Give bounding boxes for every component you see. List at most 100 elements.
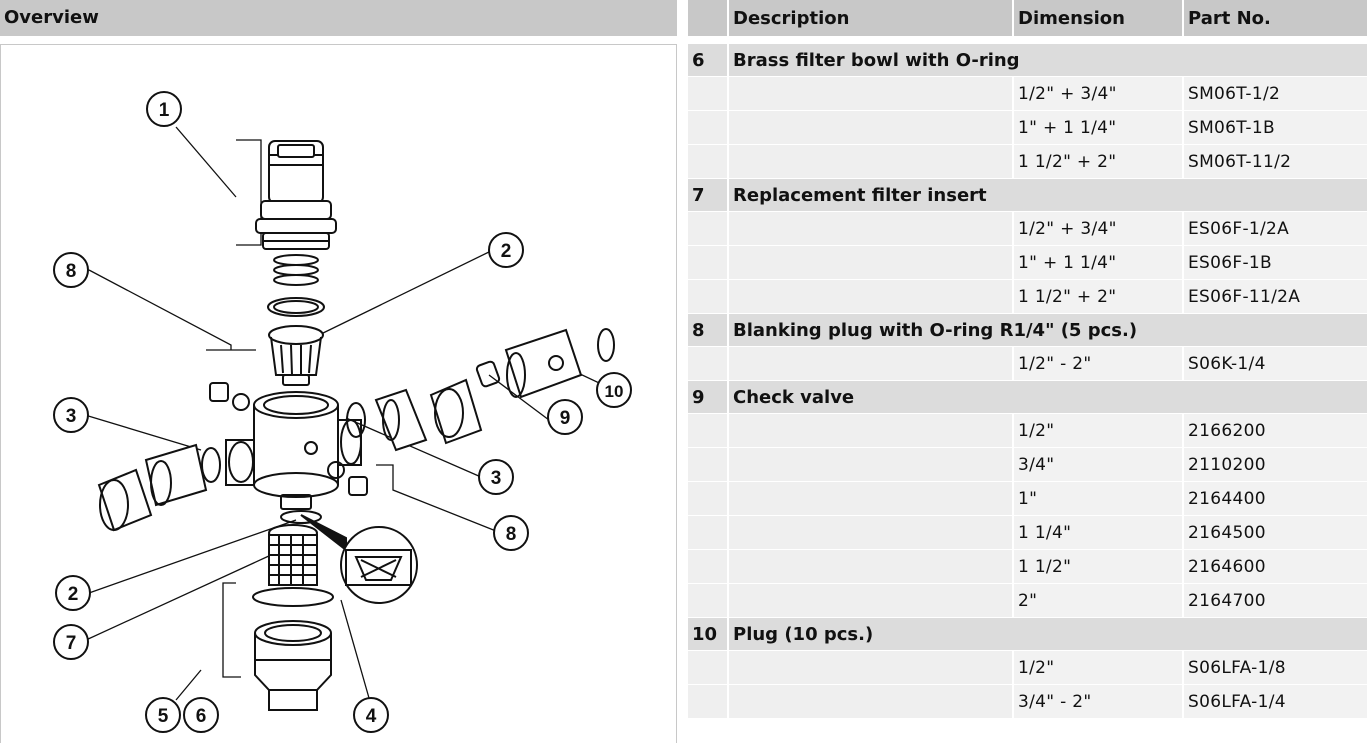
empty-cell bbox=[688, 279, 728, 314]
dimension-cell: 1 1/4" bbox=[1012, 515, 1183, 550]
empty-cell bbox=[688, 245, 728, 280]
dimension-cell: 1" bbox=[1012, 481, 1183, 516]
empty-cell bbox=[727, 481, 1013, 516]
part-2-lower-ring bbox=[280, 510, 322, 524]
empty-cell bbox=[688, 76, 728, 111]
dimension-cell: 1/2" bbox=[1012, 413, 1183, 448]
group-number: 9 bbox=[688, 380, 728, 414]
callout-5 bbox=[145, 697, 181, 733]
empty-cell bbox=[727, 583, 1013, 618]
callout-text-c5: 5 bbox=[158, 706, 169, 727]
part-no-cell: ES06F-1/2A bbox=[1182, 211, 1367, 246]
table-row: 1/2" + 3/4"ES06F-1/2A bbox=[688, 211, 1367, 246]
callout-text-c3a: 3 bbox=[66, 406, 77, 427]
empty-cell bbox=[727, 413, 1013, 448]
header-part-no: Part No. bbox=[1182, 0, 1367, 36]
callout-text-c3b: 3 bbox=[491, 468, 502, 489]
leader-lines bbox=[84, 126, 615, 706]
dimension-cell: 1 1/2" bbox=[1012, 549, 1183, 584]
dimension-cell: 1" + 1 1/4" bbox=[1012, 245, 1183, 280]
group-number: 10 bbox=[688, 617, 728, 651]
callout-text-c2a: 2 bbox=[501, 241, 512, 262]
table-row: 1 1/4"2164500 bbox=[688, 515, 1367, 550]
exploded-view-figure: 1 2 8 3 9 10 3 8 2 7 5 6 4 bbox=[0, 44, 677, 743]
empty-cell bbox=[727, 549, 1013, 584]
part-no-cell: S06K-1/4 bbox=[1182, 346, 1367, 381]
part-no-cell: 2166200 bbox=[1182, 413, 1367, 448]
callout-text-c7: 7 bbox=[66, 633, 77, 654]
empty-cell bbox=[688, 549, 728, 584]
empty-cell bbox=[727, 650, 1013, 685]
part-no-cell: SM06T-1B bbox=[1182, 110, 1367, 145]
part-no-cell: SM06T-11/2 bbox=[1182, 144, 1367, 179]
empty-cell bbox=[727, 515, 1013, 550]
group-description: Replacement filter insert bbox=[727, 178, 1367, 212]
dimension-cell: 2" bbox=[1012, 583, 1183, 618]
dimension-cell: 1/2" - 2" bbox=[1012, 346, 1183, 381]
callout-2-lower bbox=[55, 575, 91, 611]
callout-text-c1: 1 bbox=[159, 100, 170, 121]
callout-text-c4: 4 bbox=[366, 706, 377, 727]
part-4-o-ring bbox=[252, 587, 334, 607]
dimension-cell: 1 1/2" + 2" bbox=[1012, 144, 1183, 179]
part-no-cell: SM06T-1/2 bbox=[1182, 76, 1367, 111]
table-header-row: Description Dimension Part No. bbox=[688, 0, 1367, 36]
dimension-cell: 1/2" bbox=[1012, 650, 1183, 685]
part-no-cell: ES06F-1B bbox=[1182, 245, 1367, 280]
empty-cell bbox=[688, 515, 728, 550]
overview-header: Overview bbox=[0, 0, 677, 36]
callout-text-c8a: 8 bbox=[66, 261, 77, 282]
callout-10 bbox=[596, 372, 632, 408]
group-description: Blanking plug with O-ring R1/4" (5 pcs.) bbox=[727, 313, 1367, 347]
callout-9 bbox=[547, 399, 583, 435]
part-no-cell: ES06F-11/2A bbox=[1182, 279, 1367, 314]
callout-4 bbox=[353, 697, 389, 733]
empty-cell bbox=[688, 481, 728, 516]
spring bbox=[273, 254, 319, 286]
table-row: 1" + 1 1/4"ES06F-1B bbox=[688, 245, 1367, 280]
table-row: 1 1/2"2164600 bbox=[688, 549, 1367, 584]
group-number: 7 bbox=[688, 178, 728, 212]
table-row: 1 1/2" + 2"SM06T-11/2 bbox=[688, 144, 1367, 179]
callout-text-c10: 10 bbox=[605, 382, 624, 401]
part-8-plug-upper bbox=[209, 382, 250, 411]
callout-text-c6: 6 bbox=[196, 706, 207, 727]
dimension-cell: 3/4" bbox=[1012, 447, 1183, 482]
empty-cell bbox=[727, 211, 1013, 246]
group-number: 6 bbox=[688, 44, 728, 77]
empty-cell bbox=[727, 76, 1013, 111]
empty-cell bbox=[688, 211, 728, 246]
empty-cell bbox=[688, 110, 728, 145]
callout-6 bbox=[183, 697, 219, 733]
empty-cell bbox=[727, 279, 1013, 314]
callout-text-c9: 9 bbox=[560, 408, 571, 429]
empty-cell bbox=[688, 346, 728, 381]
empty-cell bbox=[727, 684, 1013, 719]
part-1-housing bbox=[255, 140, 337, 250]
table-row: 2"2164700 bbox=[688, 583, 1367, 618]
table-row: 1/2"2166200 bbox=[688, 413, 1367, 448]
group-description: Check valve bbox=[727, 380, 1367, 414]
part-2-upper-strainer bbox=[268, 325, 324, 386]
empty-cell bbox=[688, 583, 728, 618]
group-description: Brass filter bowl with O-ring bbox=[727, 44, 1367, 77]
dimension-cell: 3/4" - 2" bbox=[1012, 684, 1183, 719]
empty-cell bbox=[688, 144, 728, 179]
empty-cell bbox=[727, 110, 1013, 145]
callout-1 bbox=[146, 91, 182, 127]
exploded-view-drawing: 1 2 8 3 9 10 3 8 2 7 5 6 4 bbox=[53, 91, 632, 733]
dimension-cell: 1/2" + 3/4" bbox=[1012, 211, 1183, 246]
part-6-filter-bowl bbox=[254, 620, 332, 711]
header-dimension: Dimension bbox=[1012, 0, 1183, 36]
table-row: 1/2"S06LFA-1/8 bbox=[688, 650, 1367, 685]
dimension-cell: 1" + 1 1/4" bbox=[1012, 110, 1183, 145]
left-connection-parts bbox=[97, 443, 221, 532]
table-row: 1/2" + 3/4"SM06T-1/2 bbox=[688, 76, 1367, 111]
table-row: 1"2164400 bbox=[688, 481, 1367, 516]
o-ring-upper bbox=[267, 297, 325, 317]
